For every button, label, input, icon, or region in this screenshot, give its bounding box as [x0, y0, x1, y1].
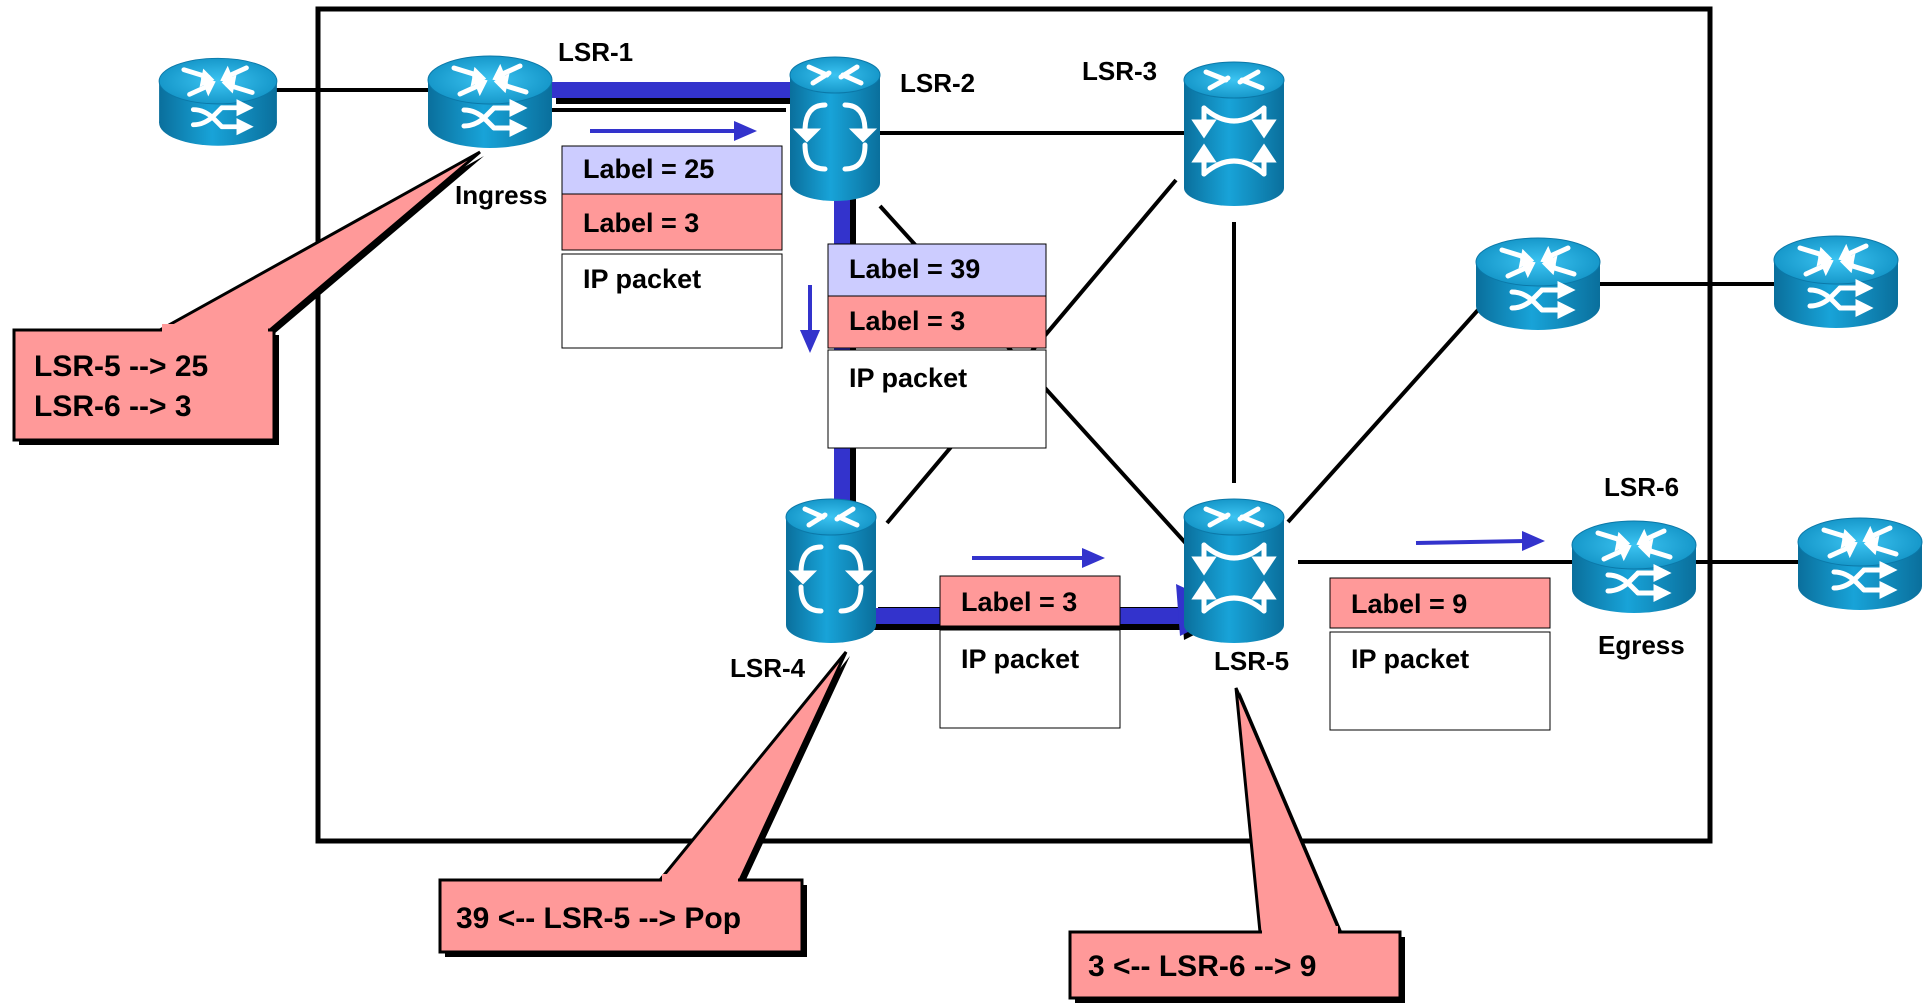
packet-3-payload	[939, 629, 1121, 729]
packet-1: Label = 25 Label = 3 IP packet	[561, 145, 783, 349]
label-lsr5: LSR-5	[1214, 646, 1289, 676]
packet-3-label-3	[939, 575, 1121, 627]
callout-lsr4-text: 39 <-- LSR-5 --> Pop	[456, 902, 741, 935]
packet-2-label-39-text: Label = 39	[849, 254, 980, 284]
router-icon	[159, 58, 277, 145]
direction-arrows	[590, 120, 1545, 569]
lsr3-switch-icon	[1184, 62, 1284, 206]
callout-ingress-line1: LSR-5 --> 25	[34, 350, 208, 383]
packet-3-label-3-text: Label = 3	[961, 587, 1077, 617]
callout-ingress-line2: LSR-6 --> 3	[34, 390, 192, 423]
label-lsr2: LSR-2	[900, 68, 975, 98]
packet-1-label-25-text: Label = 25	[583, 154, 714, 184]
callout-lsr5-text: 3 <-- LSR-6 --> 9	[1088, 950, 1316, 983]
label-egress: Egress	[1598, 630, 1685, 660]
callout-ingress: LSR-5 --> 25 LSR-6 --> 3	[12, 150, 484, 445]
mpls-domain-frame	[315, 6, 1713, 844]
router-icon	[1476, 238, 1600, 330]
packet-1-payload	[561, 253, 783, 349]
packet-4-label-9-text: Label = 9	[1351, 589, 1467, 619]
packet-1-label-3	[561, 193, 783, 251]
router-icon	[1798, 518, 1922, 610]
label-lsr4: LSR-4	[730, 653, 806, 683]
packet-2-label-3-text: Label = 3	[849, 306, 965, 336]
packet-1-label-3-text: Label = 3	[583, 208, 699, 238]
packet-2-label-3	[827, 295, 1047, 349]
packet-3: Label = 3 IP packet	[939, 575, 1121, 729]
packet-2: Label = 39 Label = 3 IP packet	[827, 243, 1047, 449]
router-ingress-icon	[428, 56, 552, 148]
label-lsr3: LSR-3	[1082, 56, 1157, 86]
lsr5-switch-icon	[1184, 499, 1284, 643]
packet-3-payload-text: IP packet	[961, 644, 1079, 674]
router-icon	[1774, 236, 1898, 328]
packet-4-payload-text: IP packet	[1351, 644, 1469, 674]
lsr2-switch-icon	[790, 57, 880, 201]
label-ingress: Ingress	[455, 180, 548, 210]
packet-4-payload	[1329, 631, 1551, 731]
label-lsr6: LSR-6	[1604, 472, 1679, 502]
packet-2-payload	[827, 349, 1047, 449]
packet-2-label-39	[827, 243, 1047, 297]
packet-1-label-25	[561, 145, 783, 195]
callout-lsr5: 3 <-- LSR-6 --> 9	[1068, 687, 1405, 1003]
callout-lsr4: 39 <-- LSR-5 --> Pop	[438, 651, 850, 957]
packet-1-payload-text: IP packet	[583, 264, 701, 294]
lsr4-switch-icon	[786, 499, 876, 643]
packet-4-label-9	[1329, 577, 1551, 629]
router-egress-icon	[1572, 521, 1696, 613]
label-lsr1: LSR-1	[558, 37, 633, 67]
packet-2-payload-text: IP packet	[849, 363, 967, 393]
packet-4: Label = 9 IP packet	[1329, 577, 1551, 731]
